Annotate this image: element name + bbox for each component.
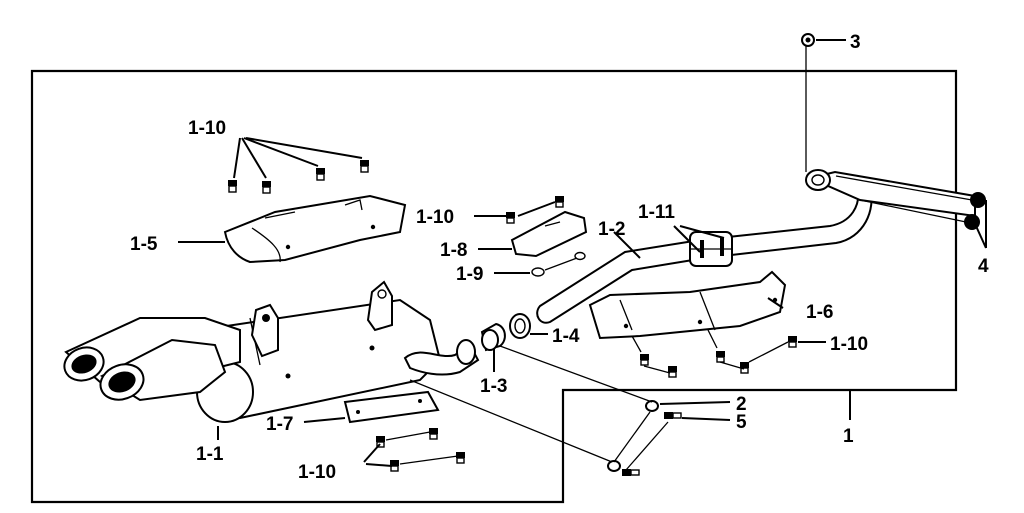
muffler-hanger-left — [250, 303, 279, 358]
bolt-icon — [640, 354, 649, 366]
heat-shield-muffler — [223, 194, 407, 264]
bolt-icon — [376, 436, 385, 448]
heat-shield-lower — [343, 390, 440, 424]
washer-1-9b — [574, 251, 586, 261]
label-1-10-front: 1-10 — [830, 334, 868, 355]
bolt-icon — [716, 351, 725, 363]
label-1-6: 1-6 — [806, 302, 833, 323]
bolt-icon — [668, 366, 677, 378]
bolt-icon — [228, 180, 237, 193]
label-1-8: 1-8 — [440, 240, 467, 261]
bolt-icon — [740, 362, 749, 374]
label-1-9: 1-9 — [456, 264, 483, 285]
heat-shield-small — [510, 210, 588, 258]
bolt-icon — [456, 452, 465, 464]
washer-2 — [607, 400, 659, 472]
assembly-frame — [30, 69, 958, 504]
bolt-icon — [506, 212, 515, 224]
label-2: 2 — [736, 394, 747, 415]
gasket-1-3 — [480, 322, 506, 352]
bolt-icon — [360, 160, 369, 173]
heat-shield-front — [588, 270, 787, 340]
label-3: 3 — [850, 32, 861, 53]
washer-1-9 — [531, 267, 545, 277]
bolt-icon — [788, 336, 797, 348]
bolt-icon — [429, 428, 438, 440]
bolt-icon — [390, 460, 399, 472]
bolt-group-1-10-top — [228, 160, 369, 194]
leader-lines — [178, 39, 987, 471]
muffler-hanger-right — [366, 280, 393, 332]
label-1-4: 1-4 — [552, 326, 580, 347]
label-4: 4 — [978, 256, 989, 277]
bolt-5 — [622, 412, 682, 476]
label-1-3: 1-3 — [480, 376, 507, 397]
label-1-10-bottom: 1-10 — [298, 462, 336, 483]
bolt-group-1-10-bottom — [376, 428, 465, 472]
nut-4-upper — [970, 192, 986, 208]
bolt-icon — [262, 181, 271, 194]
label-1-11: 1-11 — [638, 202, 675, 223]
gasket-1-4 — [509, 313, 531, 339]
label-1-7: 1-7 — [266, 414, 293, 435]
label-1-2: 1-2 — [598, 219, 625, 240]
label-1-1: 1-1 — [196, 444, 224, 465]
tail-pipe-lower — [99, 338, 227, 402]
bolt-icon — [316, 168, 325, 181]
label-1-5: 1-5 — [130, 234, 158, 255]
label-1-10-mid: 1-10 — [416, 207, 454, 228]
inlet-pipe-end — [456, 339, 476, 365]
bolt-group-1-10-front — [640, 336, 797, 378]
label-1-10-top: 1-10 — [188, 118, 226, 139]
bolt-group-1-10-mid — [506, 196, 564, 224]
label-5: 5 — [736, 412, 747, 433]
nut-3 — [801, 33, 815, 47]
label-1: 1 — [843, 426, 854, 447]
bolt-icon — [555, 196, 564, 208]
